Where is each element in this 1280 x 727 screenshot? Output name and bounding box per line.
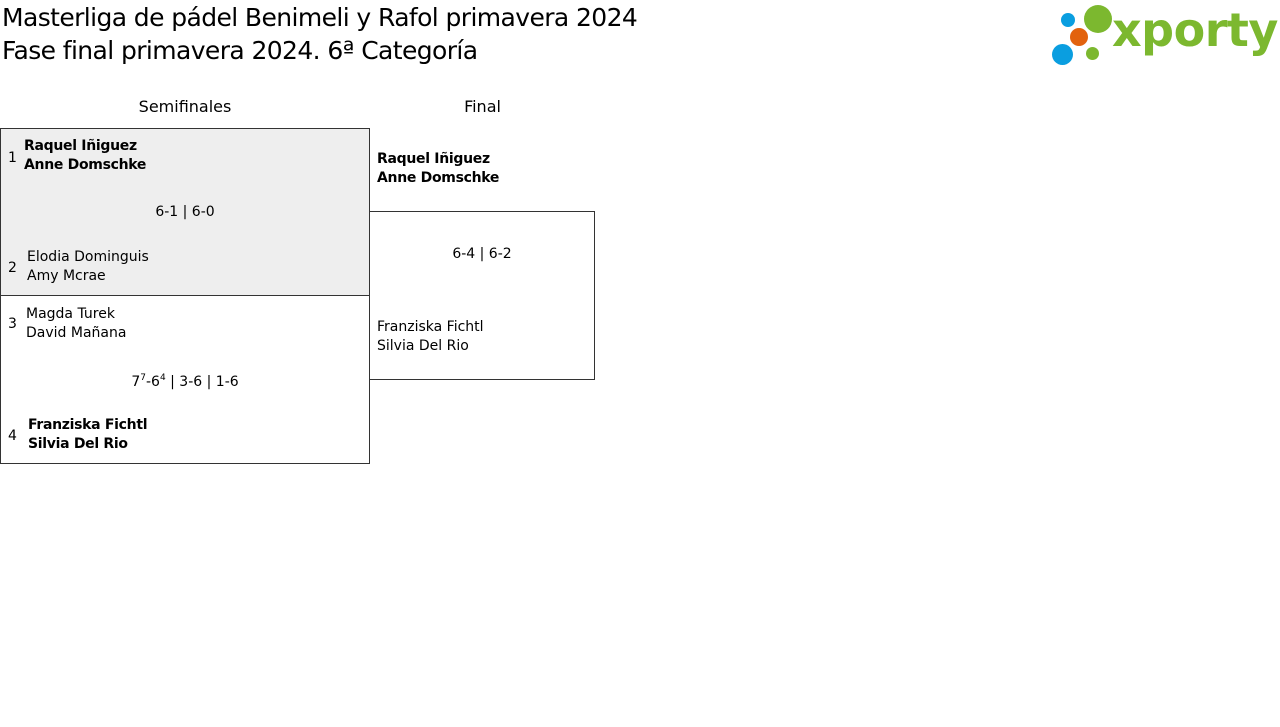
player-name: Silvia Del Rio: [377, 338, 469, 354]
semifinal-2-match: 3 Magda Turek David Mañana 77-64 | 3-6 |…: [0, 295, 370, 464]
seed-number: 1: [8, 150, 17, 166]
player-name: Raquel Iñiguez: [24, 138, 137, 154]
final-team-1: Raquel Iñiguez Anne Domschke: [377, 150, 499, 188]
player-name: Franziska Fichtl: [28, 417, 148, 433]
semifinal-2-team-1: Magda Turek David Mañana: [26, 305, 126, 343]
final-team-2: Franziska Fichtl Silvia Del Rio: [377, 318, 484, 356]
final-score: 6-4 | 6-2: [452, 246, 512, 262]
semifinal-1-team-2: Elodia Dominguis Amy Mcrae: [27, 248, 149, 286]
player-name: Anne Domschke: [24, 157, 147, 173]
semifinal-1-score: 6-1 | 6-0: [155, 204, 215, 220]
semifinal-1-team-1: Raquel Iñiguez Anne Domschke: [24, 137, 146, 175]
round-title-final: Final: [464, 97, 501, 116]
logo-wordmark: xporty: [1112, 3, 1278, 57]
xporty-logo: xporty: [1050, 3, 1278, 66]
page-subtitle: Fase final primavera 2024. 6ª Categoría: [2, 36, 478, 65]
player-name: Silvia Del Rio: [28, 436, 128, 452]
player-name: Franziska Fichtl: [377, 319, 484, 335]
round-title-semifinals: Semifinales: [138, 97, 232, 116]
set-1-tiebreak: 7: [140, 373, 146, 383]
final-match: 6-4 | 6-2: [369, 211, 595, 380]
logo-dot-orange: [1070, 28, 1088, 46]
logo-dot-blue-large: [1052, 44, 1073, 65]
set-1-games: 7: [131, 374, 141, 390]
semifinal-2-score: 77-64 | 3-6 | 1-6: [131, 373, 239, 391]
seed-number: 2: [8, 260, 17, 276]
player-name: Raquel Iñiguez: [377, 151, 490, 167]
player-name: David Mañana: [26, 325, 127, 341]
page-title: Masterliga de pádel Benimeli y Rafol pri…: [2, 3, 638, 32]
seed-number: 3: [8, 316, 17, 332]
logo-dot-green-small: [1086, 47, 1099, 60]
player-name: Amy Mcrae: [27, 268, 106, 284]
logo-dot-blue-small: [1061, 13, 1075, 27]
semifinal-1-match: 1 Raquel Iñiguez Anne Domschke 6-1 | 6-0…: [0, 128, 370, 296]
player-name: Elodia Dominguis: [27, 249, 149, 265]
remaining-sets: | 3-6 | 1-6: [170, 374, 239, 390]
logo-dot-green: [1084, 5, 1112, 33]
semifinal-2-team-2: Franziska Fichtl Silvia Del Rio: [28, 416, 148, 454]
set-1-opponent-tiebreak: 4: [159, 373, 166, 383]
player-name: Anne Domschke: [377, 170, 500, 186]
set-1-opponent-games: 6: [151, 374, 160, 390]
player-name: Magda Turek: [26, 306, 115, 322]
seed-number: 4: [8, 428, 17, 444]
